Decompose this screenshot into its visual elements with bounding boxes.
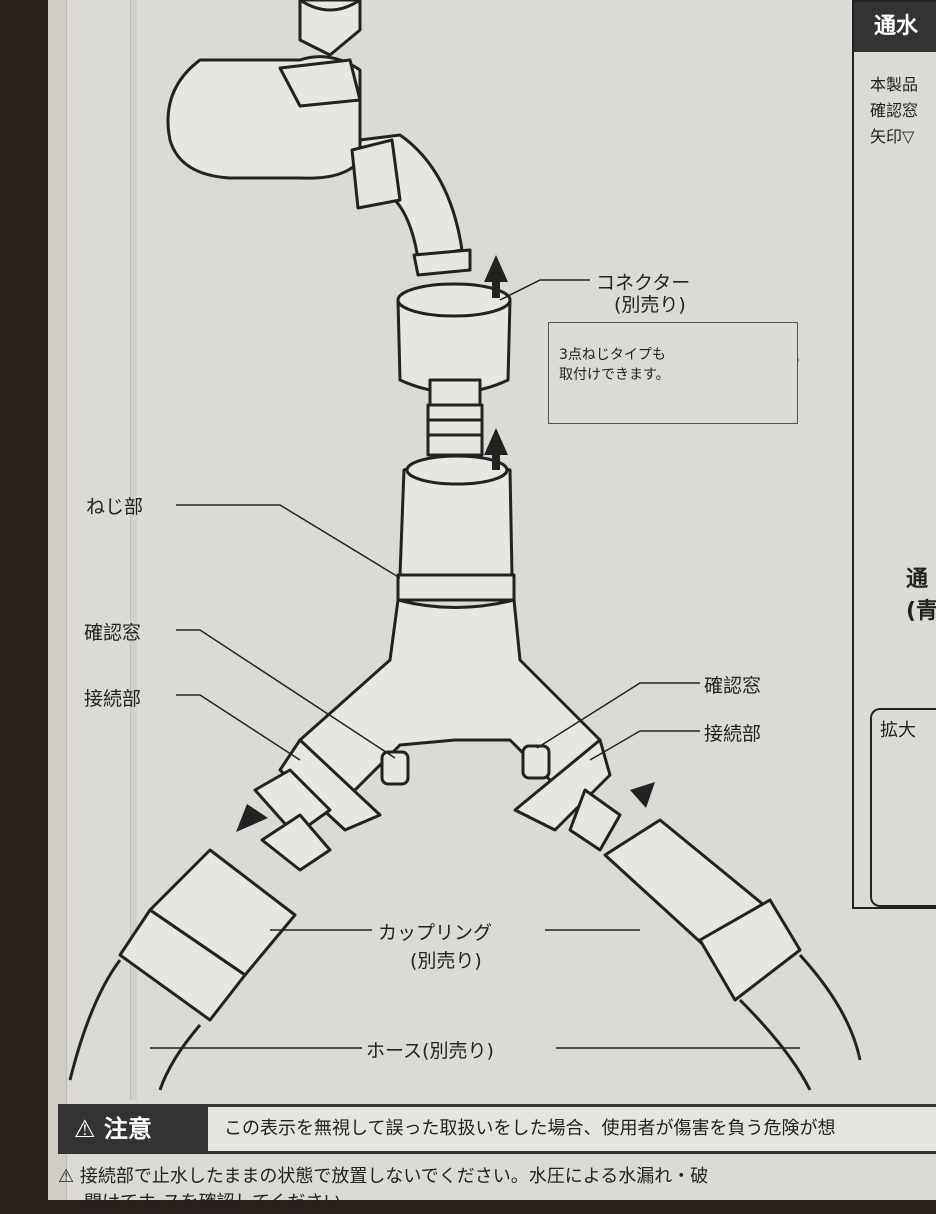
note-text: 3点ねじタイプも 取付けできます。 bbox=[559, 345, 670, 385]
side-panel: 通水 本製品 確認窓 矢印▽ 通 (青 bbox=[852, 0, 936, 909]
joint-label-right: 接続部 bbox=[704, 723, 762, 745]
magnify-label: 拡大 bbox=[880, 720, 916, 741]
caution-bar: ⚠ 注意 この表示を無視して誤った取扱いをした場合、使用者が傷害を負う危険が想 bbox=[58, 1104, 936, 1154]
side-heading-line-1: 通 bbox=[906, 567, 929, 592]
thread-label: ねじ部 bbox=[86, 496, 144, 518]
caution-item-1-continued: 開けてホ-スを確認してください bbox=[84, 1192, 342, 1213]
side-heading: 通 (青 bbox=[906, 564, 936, 628]
side-panel-title: 通水 bbox=[854, 2, 936, 52]
caution-item-1: ⚠ 接続部で止水したままの状態で放置しないでください。水圧による水漏れ・破 bbox=[58, 1166, 709, 1187]
connector-drawing bbox=[396, 282, 512, 457]
note-box: 3点ねじタイプも 取付けできます。 bbox=[548, 322, 798, 424]
side-panel-body: 本製品 確認窓 矢印▽ bbox=[870, 72, 918, 150]
connector-sold-separately: (別売り) bbox=[614, 294, 686, 316]
joint-label-left: 接続部 bbox=[84, 688, 142, 710]
side-body-line-1: 本製品 bbox=[870, 75, 919, 94]
hose-drawing bbox=[68, 953, 862, 1091]
coupling-label: カップリング bbox=[378, 922, 493, 944]
direction-arrows bbox=[236, 255, 655, 832]
y-connector-drawing bbox=[253, 454, 622, 872]
window-label-right: 確認窓 bbox=[704, 675, 762, 697]
side-heading-line-2: (青 bbox=[906, 599, 936, 624]
note-line-2: 取付けできます。 bbox=[559, 367, 670, 383]
note-line-1: 3点ねじタイプも bbox=[559, 347, 666, 363]
coupling-drawing bbox=[118, 818, 802, 1022]
faucet-drawing bbox=[166, 0, 472, 277]
page-edge bbox=[48, 0, 67, 1200]
connector-label: コネクター bbox=[596, 272, 691, 294]
inner-page-edge bbox=[130, 0, 137, 1100]
caution-message: この表示を無視して誤った取扱いをした場合、使用者が傷害を負う危険が想 bbox=[208, 1107, 936, 1151]
window-label-left: 確認窓 bbox=[84, 622, 142, 644]
hose-label: ホース(別売り) bbox=[366, 1040, 494, 1062]
side-body-line-3: 矢印▽ bbox=[870, 127, 915, 146]
coupling-sold-separately: (別売り) bbox=[410, 950, 482, 972]
leader-lines bbox=[150, 279, 800, 1049]
magnify-box: 拡大 bbox=[870, 708, 936, 907]
side-body-line-2: 確認窓 bbox=[870, 101, 919, 120]
caution-badge: ⚠ 注意 bbox=[74, 1115, 152, 1143]
